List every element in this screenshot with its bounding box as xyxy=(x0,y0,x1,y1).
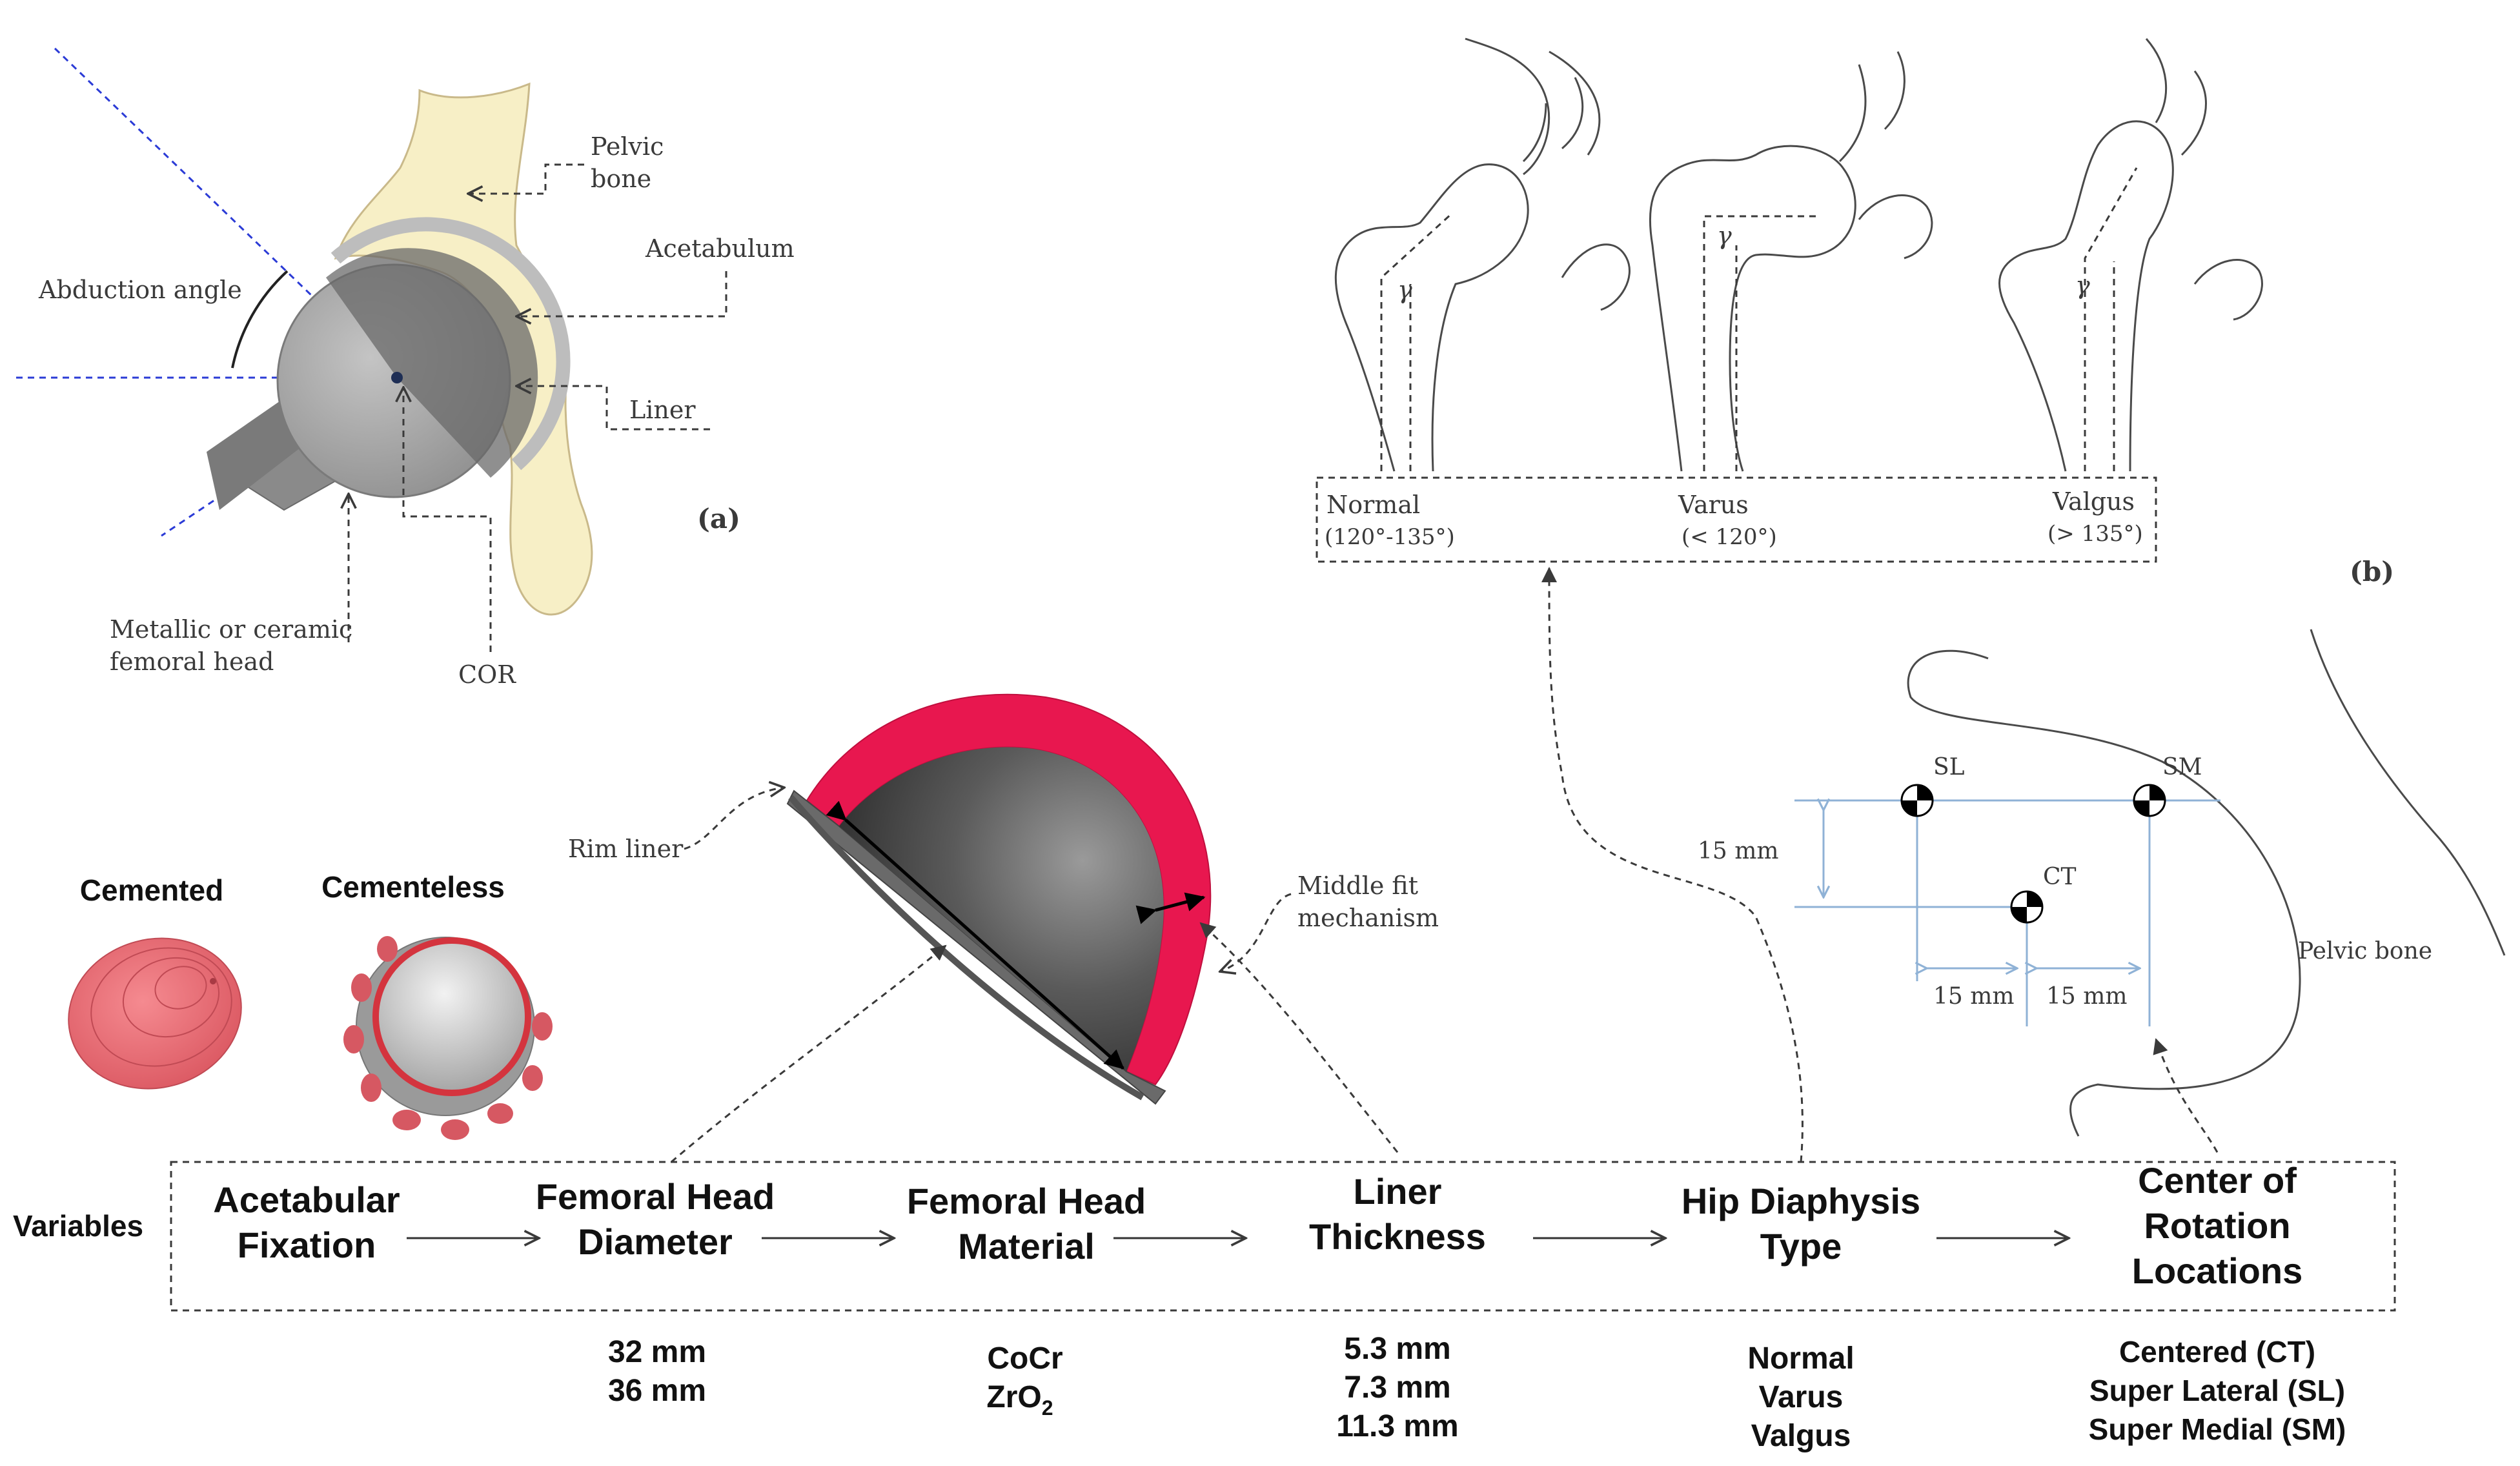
cor-leader xyxy=(403,387,492,652)
connector-cor-to-panel xyxy=(2153,1038,2219,1153)
ct-label: CT xyxy=(2043,864,2077,890)
diameter-arrow xyxy=(826,800,1124,1070)
diameter-value-1: 32 mm xyxy=(608,1335,706,1369)
material-value-2: ZrO2 xyxy=(986,1380,1053,1420)
diaphysis-value-3: Valgus xyxy=(1751,1419,1851,1453)
var-acetabular-fixation-line1: Acetabular xyxy=(213,1179,400,1220)
connector-diaphysis-to-panel-b xyxy=(1541,567,1804,1163)
abduction-arc xyxy=(231,270,289,369)
femoral-head-label-line2: femoral head xyxy=(110,647,274,676)
ct-marker xyxy=(2010,890,2044,924)
abduction-angle-label: Abduction angle xyxy=(38,276,242,304)
pelvic-bone-outline xyxy=(1907,649,2301,1137)
type-varus-range: (< 120°) xyxy=(1682,524,1777,550)
type-normal-name: Normal xyxy=(1326,491,1420,519)
cor-value-1: Centered (CT) xyxy=(2119,1335,2315,1369)
variables-label: Variables xyxy=(13,1209,143,1243)
diaphysis-value-2: Varus xyxy=(1759,1380,1844,1414)
panel-b: γ γ γ Normal (120°-135°) Varus (< 120°) … xyxy=(1316,37,2394,587)
var-diaphysis-type-line1: Hip Diaphysis xyxy=(1682,1181,1920,1221)
liner-detail: Rim liner Middle fit mechanism xyxy=(568,693,1439,1105)
pelvic-bone-leader xyxy=(468,163,584,194)
diaphysis-value-1: Normal xyxy=(1747,1341,1854,1376)
cor-panel: SL SM CT 15 mm 15 mm 15 mm Pelvic bone xyxy=(1698,629,2506,1137)
sm-label: SM xyxy=(2162,754,2202,780)
cor-label: COR xyxy=(458,660,516,689)
connector-thickness-to-liner xyxy=(1199,922,1399,1153)
var-head-diameter-line2: Diameter xyxy=(578,1221,733,1262)
horizontal-offset-left-label: 15 mm xyxy=(1933,983,2015,1010)
var-cor-locations-line1: Center of xyxy=(2138,1160,2297,1201)
panel-b-label: (b) xyxy=(2350,556,2394,587)
diameter-value-2: 36 mm xyxy=(608,1374,706,1408)
femur-valgus: γ xyxy=(1998,38,2263,472)
cemented-label: Cemented xyxy=(80,873,223,907)
vertical-offset-label: 15 mm xyxy=(1698,838,1779,864)
type-valgus-range: (> 135°) xyxy=(2048,521,2143,547)
cor-pelvic-bone-label: Pelvic bone xyxy=(2298,938,2432,964)
cementeless-label: Cementeless xyxy=(321,870,505,904)
variables-box xyxy=(170,1161,2396,1312)
cor-point xyxy=(391,372,403,383)
material-value-2-base: ZrO xyxy=(986,1380,1041,1414)
sl-label: SL xyxy=(1933,754,1965,780)
type-normal-range: (120°-135°) xyxy=(1325,524,1455,550)
var-diaphysis-type-line2: Type xyxy=(1760,1226,1842,1267)
middle-fit-label-line2: mechanism xyxy=(1297,904,1439,932)
liner-label: Liner xyxy=(629,396,696,424)
var-liner-thickness-line2: Thickness xyxy=(1309,1216,1486,1257)
diaphysis-type-box xyxy=(1316,476,2157,563)
liner-leader xyxy=(516,386,710,431)
sm-marker xyxy=(2133,784,2166,817)
femur-normal: γ xyxy=(1334,37,1631,472)
type-valgus-name: Valgus xyxy=(2052,487,2135,516)
pelvic-bone-label-line1: Pelvic xyxy=(591,132,664,161)
acetabular-cup-shape xyxy=(326,248,538,478)
cor-value-2: Super Lateral (SL) xyxy=(2089,1374,2345,1407)
var-liner-thickness-line1: Liner xyxy=(1354,1171,1442,1212)
pelvic-bone-outline-right xyxy=(2310,629,2506,956)
pelvic-bone-label-line2: bone xyxy=(591,165,651,193)
cementeless-cup xyxy=(343,936,553,1140)
horizontal-offset-right-label: 15 mm xyxy=(2046,983,2128,1010)
variables-row: Variables Acetabular Fixation Femoral He… xyxy=(13,1160,2396,1453)
panel-a: Pelvic bone Acetabulum Abduction angle L… xyxy=(16,47,795,689)
connectors xyxy=(671,567,2219,1163)
var-acetabular-fixation-line2: Fixation xyxy=(238,1225,376,1265)
liner-dome xyxy=(839,747,1164,1072)
neck-angle-valgus: γ xyxy=(2075,271,2090,300)
var-head-diameter-line1: Femoral Head xyxy=(536,1176,775,1217)
middle-fit-leader xyxy=(1220,893,1292,972)
rim-liner-leader xyxy=(684,788,784,850)
acetabulum-leader xyxy=(516,271,727,316)
sl-marker xyxy=(1900,784,1934,817)
acetabular-cups: Cemented Cementeless xyxy=(68,870,553,1140)
femur-varus: γ xyxy=(1649,51,1933,472)
var-cor-locations-line2: Rotation xyxy=(2144,1205,2290,1246)
neck-cone xyxy=(207,394,303,510)
material-value-1: CoCr xyxy=(987,1341,1062,1376)
rim-liner-label: Rim liner xyxy=(568,835,684,863)
var-head-material-line2: Material xyxy=(958,1226,1095,1267)
middle-fit-label-line1: Middle fit xyxy=(1297,871,1418,900)
thickness-value-3: 11.3 mm xyxy=(1336,1409,1458,1443)
cor-value-3: Super Medial (SM) xyxy=(2089,1412,2346,1446)
type-varus-name: Varus xyxy=(1678,491,1749,519)
var-cor-locations-line3: Locations xyxy=(2132,1250,2302,1291)
acetabulum-label: Acetabulum xyxy=(645,234,795,263)
thickness-value-2: 7.3 mm xyxy=(1344,1370,1450,1405)
liner-shape xyxy=(330,217,571,471)
material-value-2-subscript: 2 xyxy=(1042,1396,1053,1420)
thickness-arrow xyxy=(1135,892,1206,924)
cemented-cup xyxy=(68,937,242,1090)
var-head-material-line1: Femoral Head xyxy=(907,1181,1146,1221)
connector-diameter-to-liner xyxy=(671,944,947,1163)
thickness-value-1: 5.3 mm xyxy=(1344,1332,1450,1366)
femoral-head-label-line1: Metallic or ceramic xyxy=(110,615,352,644)
neck-angle-normal: γ xyxy=(1397,276,1412,304)
neck-angle-varus: γ xyxy=(1717,221,1732,250)
panel-a-label: (a) xyxy=(697,503,740,534)
